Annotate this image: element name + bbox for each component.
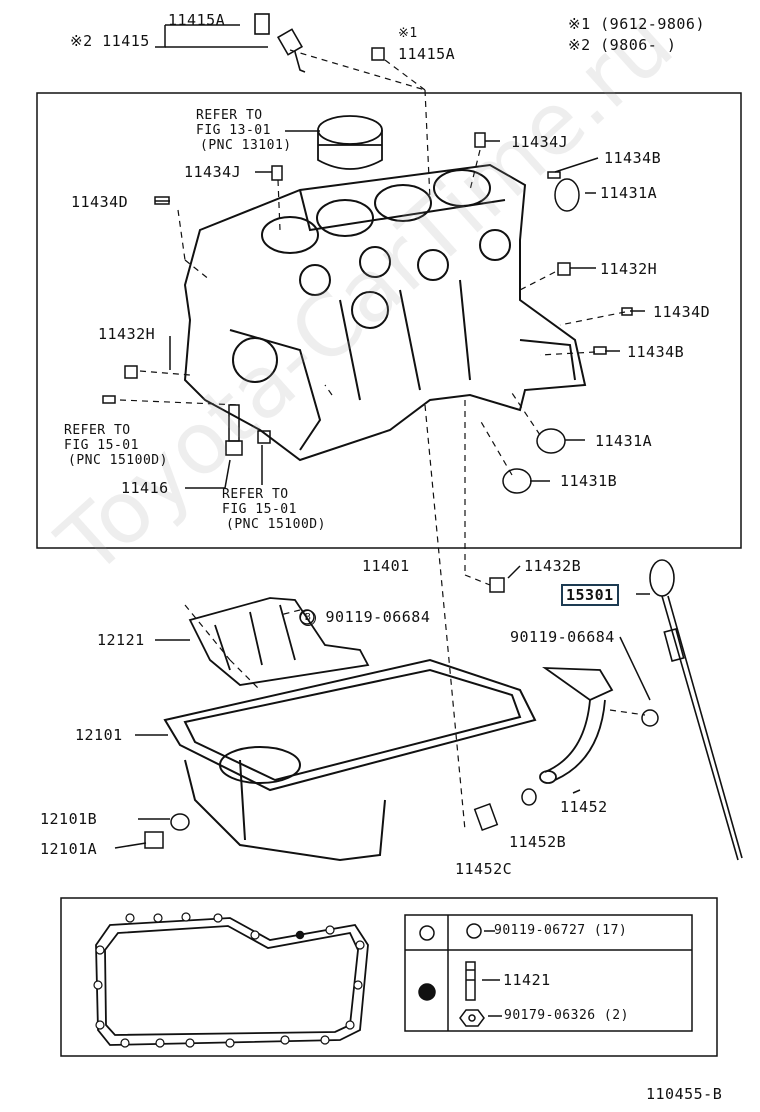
label-11432B[interactable]: 11432B	[524, 557, 582, 575]
cylinder-block	[183, 163, 587, 462]
note-range-2: ※2 (9806- )	[568, 36, 677, 54]
label-11432H-left[interactable]: 11432H	[98, 325, 156, 343]
block-frame	[36, 92, 742, 549]
label-11431B[interactable]: 11431B	[560, 472, 618, 490]
oil-pressure-switch	[254, 13, 306, 73]
label-11434B-top[interactable]: 11434B	[604, 149, 662, 167]
label-11434J-top[interactable]: 11434J	[511, 133, 569, 151]
note-range-1: ※1 (9612-9806)	[568, 15, 705, 33]
dipstick	[649, 559, 743, 861]
label-11434D-right[interactable]: 11434D	[653, 303, 711, 321]
label-90119-06684-a: 90119-06684	[325, 608, 431, 626]
label-15301-highlighted[interactable]: 15301	[561, 584, 619, 606]
stud-11416	[225, 404, 243, 456]
legend-row1-part[interactable]: 90119-06727 (17)	[494, 923, 628, 938]
legend-row2-part-a[interactable]: 11421	[503, 971, 551, 989]
label-12101[interactable]: 12101	[75, 726, 123, 744]
label-11434D-left[interactable]: 11434D	[71, 193, 129, 211]
bolt-90119-a[interactable]: B 90119-06684	[300, 609, 430, 626]
label-11415[interactable]: ※2 11415	[70, 32, 150, 50]
stud-11421	[465, 961, 476, 1001]
label-11434B[interactable]: 11434B	[627, 343, 685, 361]
refer15b-line2: FIG 15-01	[222, 502, 297, 517]
baffle-plate	[188, 597, 370, 686]
label-11415A-top[interactable]: 11415A	[168, 11, 226, 29]
label-11431A[interactable]: 11431A	[595, 432, 653, 450]
refer15a-line3[interactable]: (PNC 15100D)	[68, 453, 168, 468]
label-11416[interactable]: 11416	[121, 479, 169, 497]
oil-strainer	[539, 666, 614, 784]
label-12101A[interactable]: 12101A	[40, 840, 98, 858]
label-11452C[interactable]: 11452C	[455, 860, 513, 878]
label-11434J[interactable]: 11434J	[184, 163, 242, 181]
refer15b-line1: REFER TO	[222, 487, 289, 502]
label-11432H-right[interactable]: 11432H	[600, 260, 658, 278]
label-mark1: ※1	[398, 26, 418, 41]
legend-row2-part-b[interactable]: 90179-06326 (2)	[504, 1008, 629, 1023]
refer15a-line2: FIG 15-01	[64, 438, 139, 453]
legend-table	[404, 914, 693, 1032]
label-11431A-top[interactable]: 11431A	[600, 184, 658, 202]
oil-pan	[163, 658, 537, 862]
refer13-line3[interactable]: (PNC 13101)	[200, 138, 292, 153]
figure-id: 110455-B	[646, 1085, 723, 1103]
gasket-frame	[60, 897, 718, 1057]
label-90119-06684-b[interactable]: 90119-06684	[510, 628, 615, 646]
filled-circle-symbol	[418, 983, 436, 1001]
plug-11415A	[371, 47, 385, 61]
label-11401[interactable]: 11401	[362, 557, 410, 575]
refer15b-line3[interactable]: (PNC 15100D)	[226, 517, 326, 532]
label-12121[interactable]: 12121	[97, 631, 145, 649]
refer13-line2: FIG 13-01	[196, 123, 271, 138]
label-11415A[interactable]: 11415A	[398, 45, 456, 63]
label-12101B[interactable]: 12101B	[40, 810, 98, 828]
open-circle-symbol	[419, 925, 435, 941]
gasket-outline	[95, 917, 369, 1046]
refer13-line1: REFER TO	[196, 108, 263, 123]
label-11452B[interactable]: 11452B	[509, 833, 567, 851]
refer15a-line1: REFER TO	[64, 423, 131, 438]
flange-nut	[459, 1009, 485, 1027]
label-11452[interactable]: 11452	[560, 798, 608, 816]
piston	[317, 115, 383, 170]
circle-b-icon: B	[300, 609, 316, 626]
